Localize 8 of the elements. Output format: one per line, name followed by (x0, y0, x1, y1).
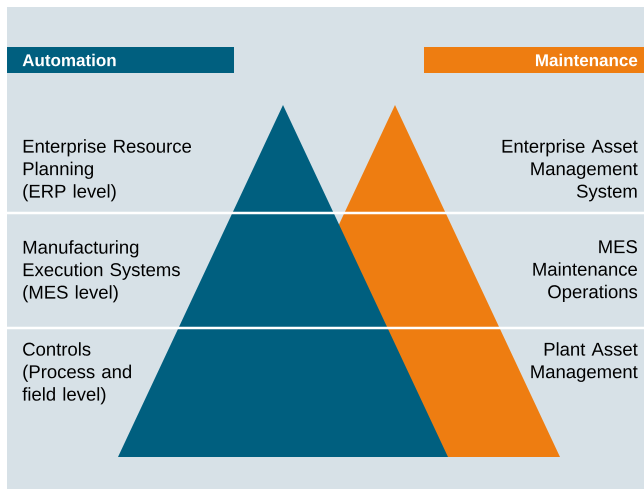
level-label: MES Maintenance Operations (533, 240, 638, 302)
level-label: Controls (Process and field level) (22, 342, 132, 404)
header-bar: Maintenance (424, 47, 644, 73)
level-label: Manufacturing Execution Systems (MES level) (23, 240, 180, 302)
level-label: Plant Asset Management (531, 342, 638, 382)
level-label: Enterprise Resource Planning (ERP level) (23, 139, 192, 202)
level-label: Enterprise Asset Management System (502, 139, 638, 202)
header-bar: Automation (7, 47, 234, 73)
